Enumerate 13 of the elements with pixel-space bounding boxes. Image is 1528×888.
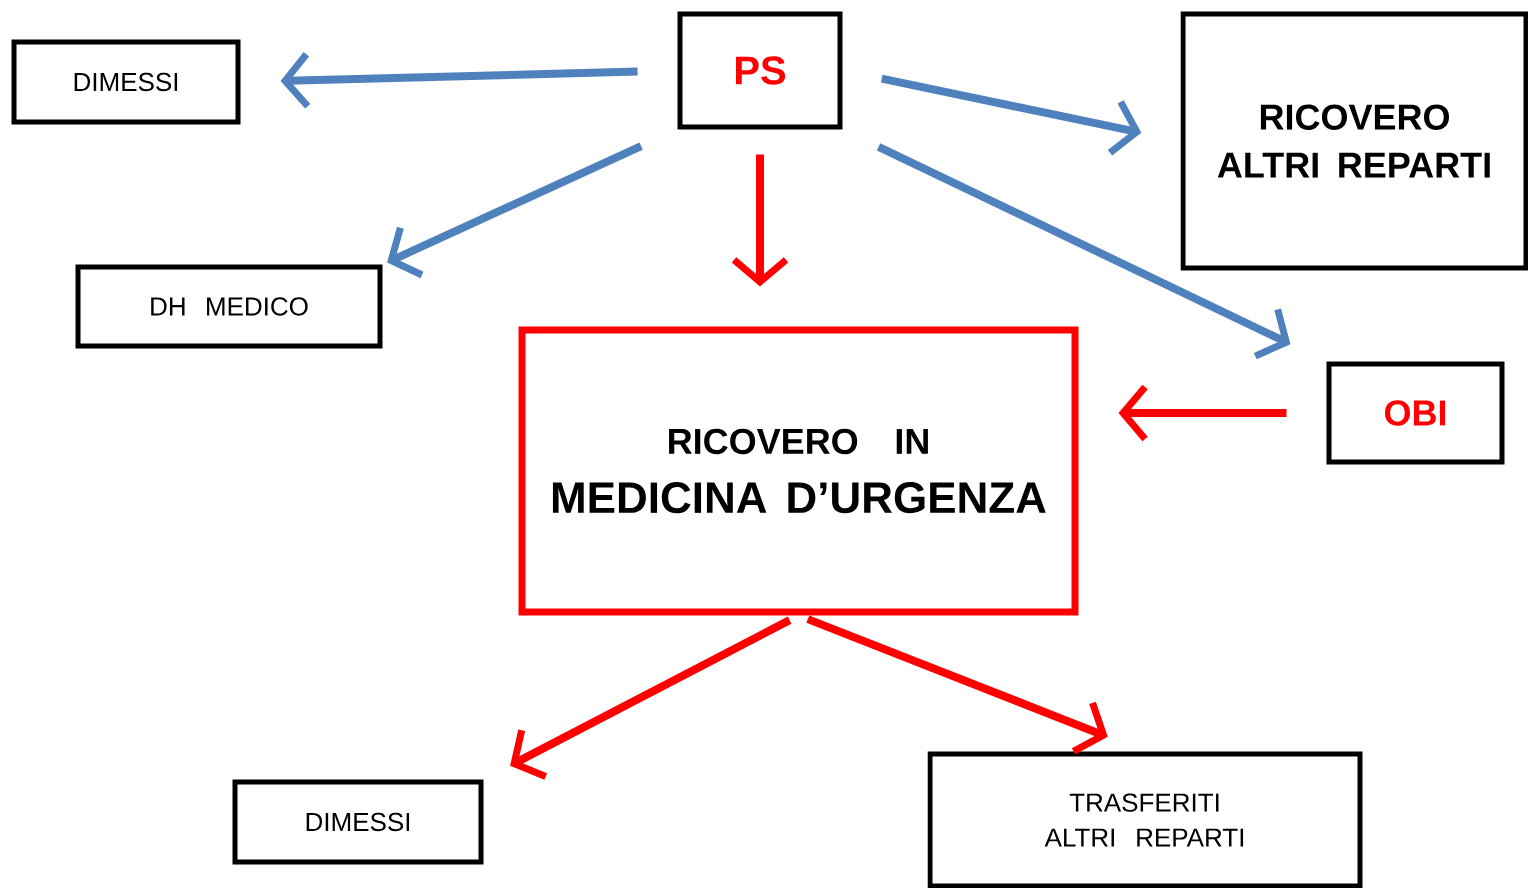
outcome-box: TRASFERITI ALTRI REPARTI — [927, 751, 1363, 888]
process-box: OBI — [1326, 361, 1505, 465]
arrow — [387, 142, 643, 279]
process-box: PS — [677, 11, 843, 130]
arrow — [880, 74, 1142, 156]
arrow — [876, 143, 1291, 360]
outcome-box: DIMESSI — [11, 39, 241, 125]
arrow — [806, 615, 1108, 755]
arrow — [510, 616, 792, 780]
outcome-box: DIMESSI — [232, 779, 484, 865]
outcome-box: RICOVERO ALTRI REPARTI — [1180, 11, 1528, 271]
ward-box: RICOVERO IN MEDICINA D’URGENZA — [518, 326, 1079, 616]
outcome-box: DH MEDICO — [75, 264, 383, 349]
